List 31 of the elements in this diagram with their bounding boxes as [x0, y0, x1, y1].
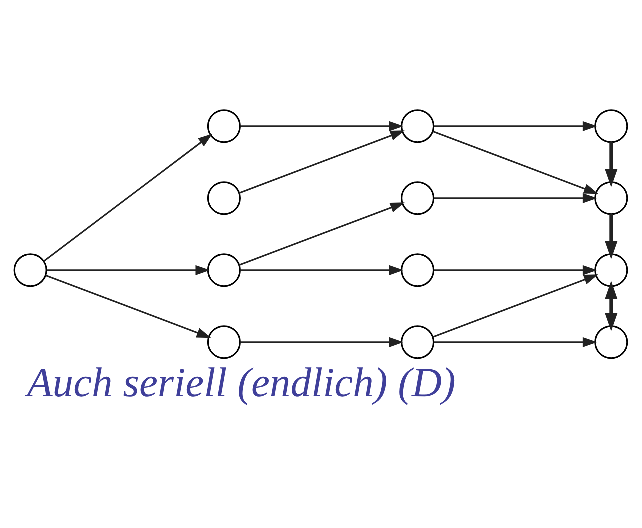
- arrow: [240, 337, 404, 348]
- arrow: [46, 274, 212, 338]
- arrow: [605, 281, 618, 332]
- node-circle: [401, 254, 435, 288]
- arrow: [240, 265, 404, 276]
- arrow: [47, 265, 210, 276]
- node-circle: [401, 182, 435, 216]
- arrow: [605, 142, 618, 188]
- arrow: [239, 202, 405, 266]
- node-circle: [207, 326, 241, 360]
- node-circle: [401, 326, 435, 360]
- arrow: [605, 214, 618, 260]
- arrow: [434, 265, 598, 276]
- arrow: [44, 134, 213, 262]
- node-circle: [594, 110, 628, 144]
- caption: Auch seriell (endlich) (D): [27, 359, 456, 406]
- node-circle: [207, 110, 241, 144]
- node-circle: [594, 254, 628, 288]
- node-circle: [594, 182, 628, 216]
- node-circle: [14, 254, 48, 288]
- arrow: [432, 130, 598, 194]
- arrow: [434, 193, 598, 204]
- node-circle: [207, 254, 241, 288]
- arrow: [240, 121, 404, 132]
- arrow: [239, 130, 405, 194]
- arrow: [434, 121, 598, 132]
- node-circle: [594, 326, 628, 360]
- node-circle: [207, 182, 241, 216]
- arrow: [432, 274, 598, 338]
- arrow: [434, 337, 598, 348]
- node-circle: [401, 110, 435, 144]
